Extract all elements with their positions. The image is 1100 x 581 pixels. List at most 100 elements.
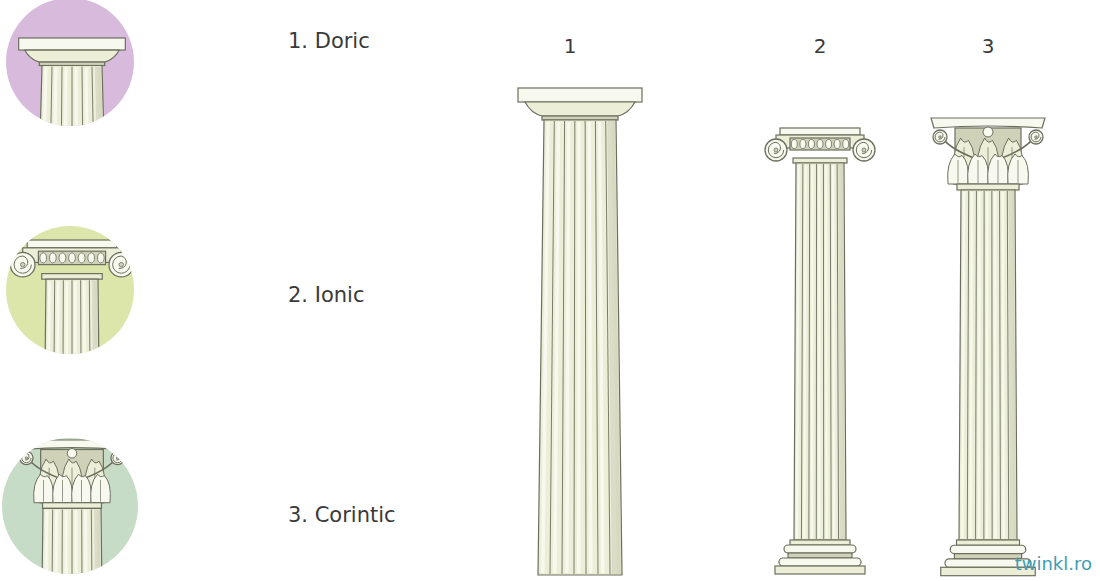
flute-edge bbox=[72, 509, 73, 581]
volute bbox=[933, 130, 947, 144]
leaf-rib bbox=[100, 480, 101, 502]
flute-edge bbox=[574, 121, 576, 574]
volute-eye bbox=[939, 136, 942, 139]
abacus bbox=[19, 38, 126, 50]
egg-ornament bbox=[843, 140, 849, 149]
flute-highlight bbox=[47, 281, 51, 368]
flute-edge bbox=[1007, 191, 1008, 539]
flute-highlight bbox=[75, 68, 78, 138]
volute bbox=[10, 252, 35, 277]
acanthus-leaf bbox=[1008, 154, 1029, 184]
volute bbox=[765, 139, 787, 161]
column-shaft bbox=[538, 120, 622, 575]
abacus bbox=[780, 128, 860, 135]
volute-spiral bbox=[113, 453, 122, 462]
base-fillet bbox=[957, 540, 1020, 545]
flute-highlight bbox=[541, 122, 550, 573]
egg-ornament bbox=[88, 253, 95, 263]
flute-highlight bbox=[85, 68, 89, 138]
egg-and-dart bbox=[790, 138, 850, 150]
column-shaft bbox=[959, 190, 1017, 540]
shaft-shade bbox=[94, 509, 101, 581]
order-name: 2. Ionic bbox=[288, 283, 364, 308]
egg-ornament bbox=[69, 253, 76, 263]
flute-highlight bbox=[818, 165, 820, 538]
flute-edge bbox=[550, 121, 554, 574]
flute-edge bbox=[801, 164, 802, 539]
leaf-rib bbox=[62, 480, 63, 502]
abacus-flower bbox=[67, 449, 77, 459]
leaf-rib bbox=[958, 160, 959, 183]
flute-edge bbox=[808, 164, 810, 539]
flute-highlight bbox=[598, 122, 605, 573]
leaf-rib bbox=[998, 160, 999, 183]
flute-edge bbox=[975, 191, 977, 539]
volute bbox=[109, 252, 134, 277]
flute-highlight bbox=[53, 68, 57, 138]
flute-edge bbox=[999, 191, 1001, 539]
astragal bbox=[43, 503, 102, 509]
watermark: twinkl.ro bbox=[1015, 553, 1092, 575]
flute-highlight bbox=[83, 281, 86, 368]
flute-edge bbox=[830, 164, 832, 539]
column-number: 3 bbox=[968, 34, 1008, 58]
flute-highlight bbox=[45, 510, 49, 581]
volute-spiral bbox=[1031, 132, 1041, 142]
volute-eye bbox=[25, 457, 27, 459]
flute-edge bbox=[816, 164, 817, 539]
shaft-shade bbox=[838, 164, 845, 539]
column-number: 1 bbox=[550, 34, 590, 58]
acanthus-leaf bbox=[53, 474, 73, 503]
column-shaft bbox=[45, 279, 99, 370]
flute-edge bbox=[823, 164, 824, 539]
volute-eye bbox=[21, 262, 25, 266]
abacus bbox=[27, 240, 117, 248]
shaft-shade bbox=[1009, 191, 1016, 539]
abacus bbox=[518, 88, 642, 102]
flute-highlight bbox=[978, 192, 981, 538]
flute-edge bbox=[80, 280, 81, 369]
flute-highlight bbox=[825, 165, 828, 538]
flute-edge bbox=[991, 191, 992, 539]
corinthian-detail bbox=[18, 440, 126, 581]
flute-edge bbox=[81, 509, 82, 581]
egg-ornament bbox=[97, 253, 104, 263]
flute-highlight bbox=[65, 510, 68, 581]
volute bbox=[20, 451, 33, 464]
volute-spiral bbox=[856, 142, 871, 157]
volute-eye bbox=[119, 262, 123, 266]
volute-cushion bbox=[776, 135, 864, 148]
egg-ornament bbox=[59, 253, 66, 263]
corinthian-column bbox=[931, 118, 1045, 576]
flute-highlight bbox=[577, 122, 581, 573]
flute-edge bbox=[837, 164, 838, 539]
egg-ornament bbox=[817, 140, 823, 149]
flute-edge bbox=[62, 509, 63, 581]
column-shaft bbox=[794, 163, 846, 540]
upper-torus bbox=[950, 545, 1026, 553]
volute bbox=[853, 139, 875, 161]
shaft-shade bbox=[95, 67, 103, 139]
ionic-detail bbox=[10, 240, 133, 370]
volute bbox=[1029, 130, 1043, 144]
egg-ornament bbox=[49, 253, 56, 263]
flute-edge bbox=[967, 191, 968, 539]
egg-ornament bbox=[808, 140, 814, 149]
flute-highlight bbox=[832, 165, 835, 538]
egg-ornament bbox=[78, 253, 85, 263]
echinus bbox=[25, 50, 120, 62]
flute-edge bbox=[72, 67, 73, 139]
flute-highlight bbox=[56, 281, 59, 368]
flute-edge bbox=[562, 121, 565, 574]
egg-ornament bbox=[834, 140, 840, 149]
leaf-rib bbox=[43, 480, 44, 502]
volute-spiral bbox=[935, 132, 945, 142]
flute-highlight bbox=[43, 68, 48, 138]
egg-and-dart bbox=[38, 251, 105, 264]
scotia bbox=[954, 554, 1021, 559]
volute-eye bbox=[862, 148, 866, 152]
acanthus-leaf bbox=[91, 474, 111, 503]
order-name: 1. Doric bbox=[288, 29, 370, 54]
